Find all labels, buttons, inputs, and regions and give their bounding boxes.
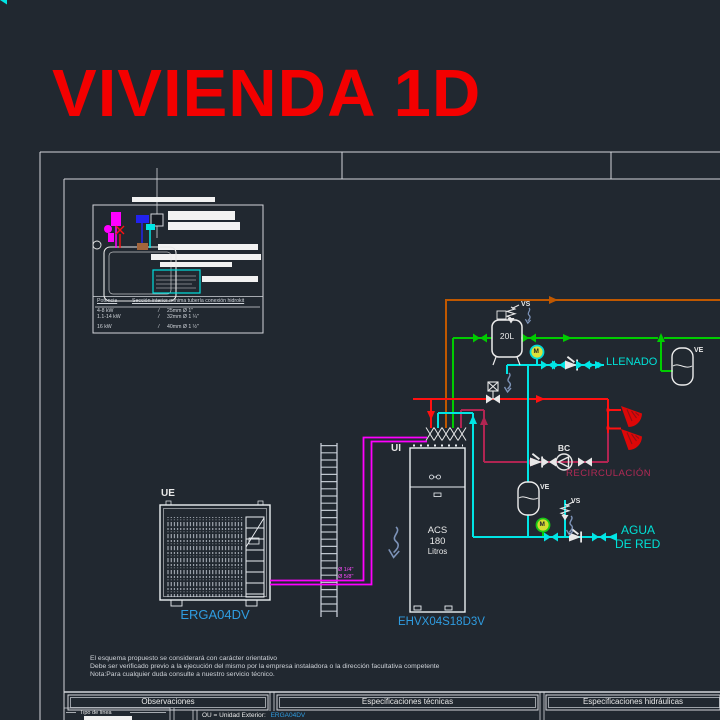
- motorized-valve-icon: [485, 381, 501, 405]
- detail-text-blocks: [132, 197, 261, 282]
- expansion-tank-20l: [491, 310, 523, 366]
- drain-squiggle-icon: [503, 372, 512, 393]
- detail-table-cell: 32mm Ø 1 ¼": [167, 314, 199, 320]
- mains-valve-icon: [544, 532, 558, 542]
- indoor-unit-drawing: [409, 444, 466, 613]
- detail-table-cell: /: [158, 323, 160, 330]
- red-down-arrow: [427, 411, 435, 420]
- outdoor-unit-grille: [167, 517, 243, 597]
- flex-connector-row: [425, 427, 467, 441]
- gauge-letter: M: [539, 520, 545, 528]
- expansion-vessel-mid: [517, 481, 540, 516]
- check-valve-icon: [530, 453, 543, 468]
- green-shutoff-valve-icon: [522, 333, 536, 343]
- expansion-vessel-right: [671, 347, 694, 386]
- recirc-up-arrow: [480, 416, 488, 425]
- filling-valve-icon: [552, 360, 566, 370]
- water-meter-gauge: [535, 517, 551, 533]
- mains-water-label-line1: AGUA: [621, 523, 656, 537]
- indoor-unit-label: UI: [391, 443, 401, 454]
- gauge-letter: M: [533, 347, 539, 355]
- filling-valve-icon: [588, 361, 600, 369]
- detail-table-cell: /: [158, 307, 160, 314]
- red-flow-arrow: [536, 395, 545, 403]
- hydrokit-mini-drawing: [92, 212, 201, 302]
- outdoor-unit-label: UE: [161, 488, 175, 499]
- tank-acs-line2: 180: [429, 536, 446, 547]
- line-type-swatch: [84, 716, 132, 720]
- refrigerant-size-liquid: Ø 1/4": [338, 567, 354, 573]
- drain-squiggle-icon: [524, 307, 532, 324]
- pump-label: BC: [557, 443, 571, 453]
- filling-label: LLENADO: [606, 356, 658, 368]
- detail-table-cell: /: [158, 314, 160, 320]
- mains-valve-icon: [592, 532, 606, 542]
- heating-return-pipe-green: [452, 337, 720, 537]
- safety-valve-label: VS: [521, 301, 531, 308]
- tank-acs-line3: Litros: [427, 547, 448, 556]
- shutoff-valve-icon: [578, 457, 592, 467]
- refrigerant-pipes: [270, 436, 427, 586]
- detail-table-cell: 40mm Ø 1 ½": [167, 323, 199, 330]
- pressure-gauge: [529, 344, 545, 360]
- detail-panel-box: [92, 197, 264, 334]
- outdoor-unit-model: ERGA04DV: [180, 607, 250, 622]
- recirculation-label: RECIRCULACIÓN: [566, 468, 652, 479]
- outdoor-ref-value: ERGA04DV: [270, 712, 306, 719]
- note-line: El esquema propuesto se considerará con …: [90, 655, 278, 662]
- condensate-drain-icon: [387, 526, 401, 559]
- orange-flow-arrow: [549, 296, 558, 304]
- green-junction-arrow: [657, 333, 665, 342]
- mains-water-label-line2: DE RED: [615, 537, 661, 551]
- shower-icon: [620, 405, 643, 428]
- refrigerant-size-gas: Ø 5/8": [338, 574, 354, 580]
- outdoor-unit-drawing: [159, 500, 271, 607]
- filling-valve-icon: [576, 360, 590, 370]
- detail-table-cell: 16 kW: [97, 323, 112, 330]
- detail-table-cell: 1.1-14 kW: [97, 314, 121, 320]
- detail-table-cell: 4-8 kW: [97, 307, 114, 314]
- heating-flow-pipe-orange: [445, 299, 720, 428]
- expansion-vessel-label: VE: [694, 347, 704, 354]
- cyan-up-arrow: [469, 415, 477, 424]
- expansion-vessel-label: VE: [540, 484, 550, 491]
- tank-acs-line1: ACS: [427, 525, 448, 536]
- wall-hatch: [320, 443, 338, 617]
- detail-table-col1-header: Potencia: [97, 298, 118, 304]
- hydrokit-connections: [104, 212, 155, 250]
- outdoor-ref-label: OU = Unidad Exterior:: [202, 712, 266, 719]
- shower-icon: [620, 428, 643, 451]
- safety-valve-label: VS: [571, 498, 581, 505]
- green-flow-arrow: [563, 334, 572, 342]
- drain-squiggle-icon: [565, 515, 574, 536]
- outdoor-unit-reference: OU = Unidad Exterior: ERGA04DV: [202, 712, 305, 719]
- detail-table-cell: 25mm Ø 1": [167, 307, 194, 314]
- footer-table-rules: [64, 691, 720, 720]
- line-type-legend-title: Tipo de línea: [80, 710, 112, 716]
- expansion-tank-capacity: 20L: [499, 331, 515, 341]
- footer-col-especificaciones-tecnicas: Especificaciones técnicas: [361, 697, 454, 706]
- page-title: VIVIENDA 1D: [52, 56, 482, 131]
- note-line: Debe ser verificado previo a la ejecució…: [90, 663, 440, 670]
- hydrokit-detail-callout: [152, 269, 201, 294]
- sheet-frame: [39, 151, 720, 720]
- footer-col-observaciones: Observaciones: [141, 697, 195, 706]
- detail-table-col2-header: Sección interior mínima tubería conexión…: [132, 298, 245, 304]
- dhw-pipe-red: [413, 398, 621, 433]
- indoor-unit-model: EHVX04S18D3V: [398, 616, 485, 628]
- note-line: Nota:Para cualquier duda consulte a nues…: [90, 671, 275, 678]
- green-shutoff-valve-icon: [473, 333, 487, 343]
- shutoff-valve-icon: [542, 457, 556, 467]
- footer-col-especificaciones-hidraulicas: Especificaciones hidráulicas: [582, 697, 684, 706]
